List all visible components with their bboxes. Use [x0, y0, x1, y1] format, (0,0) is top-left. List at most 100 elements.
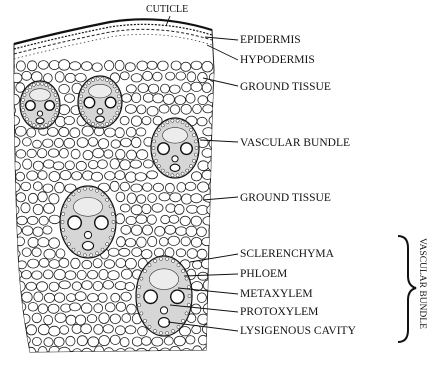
sclerenchyma-cell: [95, 252, 98, 255]
sclerenchyma-cell: [137, 294, 140, 297]
parenchyma-cell: [28, 193, 37, 203]
sclerenchyma-cell: [56, 103, 59, 106]
parenchyma-cell: [103, 281, 113, 290]
parenchyma-cell: [182, 83, 191, 92]
parenchyma-cell: [98, 139, 108, 149]
sclerenchyma-cell: [64, 205, 67, 208]
phloem: [149, 269, 178, 290]
parenchyma-cell: [170, 85, 181, 93]
parenchyma-cell: [186, 226, 197, 236]
sclerenchyma-cell: [21, 103, 24, 106]
parenchyma-cell: [72, 324, 82, 333]
parenchyma-cell: [143, 225, 153, 235]
parenchyma-cell: [120, 72, 129, 80]
parenchyma-cell: [32, 72, 43, 82]
parenchyma-cell: [169, 215, 179, 223]
parenchyma-cell: [54, 138, 63, 147]
sclerenchyma-cell: [190, 128, 193, 131]
parenchyma-cell: [15, 126, 26, 136]
parenchyma-cell: [185, 182, 196, 190]
parenchyma-cell: [168, 236, 179, 245]
sclerenchyma-cell: [192, 134, 195, 137]
parenchyma-cell: [138, 327, 148, 336]
parenchyma-cell: [175, 204, 185, 214]
sclerenchyma-cell: [25, 118, 28, 121]
parenchyma-cell: [88, 337, 99, 347]
parenchyma-cell: [44, 203, 55, 213]
sclerenchyma-cell: [101, 248, 104, 251]
parenchyma-cell: [148, 194, 157, 203]
sclerenchyma-cell: [186, 169, 189, 172]
parenchyma-cell: [170, 105, 179, 114]
sclerenchyma-cell: [176, 174, 179, 177]
parenchyma-cell: [71, 149, 80, 159]
parenchyma-cell: [110, 314, 120, 324]
parenchyma-cell: [43, 184, 53, 192]
parenchyma-cell: [127, 304, 137, 314]
parenchyma-cell: [73, 349, 82, 358]
sclerenchyma-cell: [138, 285, 141, 288]
parenchyma-cell: [209, 116, 219, 125]
parenchyma-cell: [99, 336, 110, 346]
sclerenchyma-cell: [105, 78, 108, 81]
parenchyma-cell: [191, 172, 201, 181]
parenchyma-cell: [138, 84, 148, 93]
parenchyma-cell: [49, 260, 60, 269]
parenchyma-cell: [54, 293, 64, 302]
parenchyma-cell: [160, 348, 171, 357]
parenchyma-cell: [122, 314, 131, 323]
parenchyma-cell: [186, 336, 195, 344]
parenchyma-cell: [5, 62, 14, 71]
parenchyma-cell: [203, 105, 213, 113]
sclerenchyma-cell: [48, 86, 51, 89]
parenchyma-cell: [55, 182, 65, 193]
sclerenchyma-cell: [181, 172, 184, 175]
sclerenchyma-cell: [153, 140, 156, 143]
parenchyma-cell: [104, 348, 113, 356]
parenchyma-cell: [43, 270, 53, 279]
sclerenchyma-cell: [148, 264, 151, 267]
parenchyma-cell: [83, 150, 93, 159]
parenchyma-cell: [11, 162, 20, 171]
sclerenchyma-cell: [84, 116, 87, 119]
metaxylem-vessel: [105, 97, 116, 108]
parenchyma-cell: [209, 226, 220, 234]
parenchyma-cell: [87, 315, 97, 323]
sclerenchyma-cell: [62, 212, 65, 215]
parenchyma-cell: [39, 216, 48, 225]
parenchyma-cell: [209, 248, 218, 257]
parenchyma-cell: [92, 63, 102, 72]
parenchyma-cell: [95, 346, 104, 356]
parenchyma-cell: [201, 259, 212, 269]
parenchyma-cell: [197, 293, 206, 303]
sclerenchyma-cell: [90, 254, 93, 257]
lysigenous-cavity: [82, 242, 93, 251]
parenchyma-cell: [159, 237, 168, 246]
parenchyma-cell: [115, 282, 126, 290]
sclerenchyma-cell: [154, 159, 157, 162]
parenchyma-cell: [153, 94, 164, 103]
parenchyma-cell: [207, 315, 218, 323]
parenchyma-cell: [198, 272, 208, 280]
parenchyma-cell: [147, 106, 158, 116]
parenchyma-cell: [21, 203, 30, 213]
parenchyma-cell: [82, 260, 92, 269]
sclerenchyma-cell: [81, 90, 84, 93]
parenchyma-cell: [142, 204, 151, 214]
label-phloem: PHLOEM: [240, 268, 287, 280]
parenchyma-cell: [126, 216, 136, 224]
parenchyma-cell: [161, 84, 170, 93]
parenchyma-cell: [44, 338, 53, 347]
sclerenchyma-cell: [157, 128, 160, 131]
parenchyma-cell: [125, 283, 134, 291]
parenchyma-cell: [191, 237, 201, 247]
parenchyma-cell: [76, 161, 86, 170]
parenchyma-cell: [38, 238, 49, 247]
parenchyma-cell: [70, 62, 81, 70]
parenchyma-cell: [49, 172, 60, 182]
parenchyma-cell: [111, 293, 120, 302]
parenchyma-cell: [170, 193, 181, 202]
parenchyma-cell: [32, 313, 41, 323]
parenchyma-cell: [122, 94, 132, 103]
